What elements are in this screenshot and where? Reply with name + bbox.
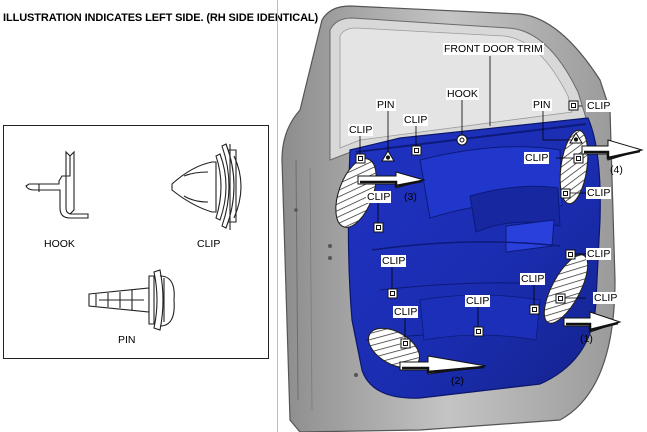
hook-drawing: [25, 150, 89, 219]
front-door-trim-panel: [347, 117, 601, 399]
front-door-trim-label: FRONT DOOR TRIM: [443, 43, 544, 55]
pin-label-right: PIN: [532, 99, 552, 111]
clip-marker: [373, 222, 384, 233]
hook-marker: [456, 134, 468, 146]
clip-label: CLIP: [465, 295, 491, 307]
clip-label: CLIP: [520, 273, 546, 285]
step-label-2: (2): [451, 375, 464, 387]
clip-label: CLIP: [586, 248, 612, 260]
clip-label: CLIP: [366, 191, 392, 203]
fastener-markers: [355, 100, 584, 349]
hand-positions: [335, 129, 589, 369]
clip-label: CLIP: [403, 114, 429, 126]
panel-divider: [277, 0, 278, 432]
leader-lines: [359, 56, 586, 342]
clip-marker: [473, 326, 484, 337]
clip-marker: [565, 249, 576, 260]
clip-marker: [400, 338, 411, 349]
pin-drawing: [88, 269, 175, 331]
arrow-3: [357, 171, 426, 189]
clip-label: CLIP: [524, 152, 550, 164]
clip-marker: [555, 293, 566, 304]
step-label-4: (4): [610, 164, 623, 176]
clip-label: CLIP: [393, 306, 419, 318]
clip-marker: [387, 288, 398, 299]
clip-drawing: [171, 143, 242, 230]
step-label-3: (3): [404, 191, 417, 203]
legend-hook-label: HOOK: [44, 238, 75, 250]
clip-marker: [529, 304, 540, 315]
clip-label: CLIP: [586, 100, 612, 112]
clip-marker: [568, 100, 579, 111]
legend-pin-label: PIN: [118, 334, 136, 346]
pull-arrows: [357, 139, 644, 375]
hand-position-1: [543, 254, 589, 324]
clip-marker: [355, 153, 366, 164]
step-label-1: (1): [580, 333, 593, 345]
legend-drawings: [25, 143, 242, 331]
arrow-2: [399, 355, 487, 375]
legend-clip-label: CLIP: [197, 238, 221, 250]
clip-marker: [560, 188, 571, 199]
pin-label-left: PIN: [376, 99, 396, 111]
clip-label: CLIP: [586, 187, 612, 199]
hook-label: HOOK: [446, 88, 479, 100]
arrow-4: [581, 139, 644, 161]
pin-marker: [381, 150, 395, 162]
arrow-1: [563, 311, 622, 333]
clip-label: CLIP: [348, 124, 374, 136]
hand-position-4: [559, 129, 589, 205]
fastener-legend: HOOK CLIP PIN: [3, 125, 269, 359]
clip-marker: [411, 145, 422, 156]
clip-label: CLIP: [593, 292, 619, 304]
illustration-note: ILLUSTRATION INDICATES LEFT SIDE. (RH SI…: [3, 12, 319, 24]
clip-label: CLIP: [381, 255, 407, 267]
pin-marker: [569, 132, 583, 144]
clip-marker: [573, 153, 584, 164]
